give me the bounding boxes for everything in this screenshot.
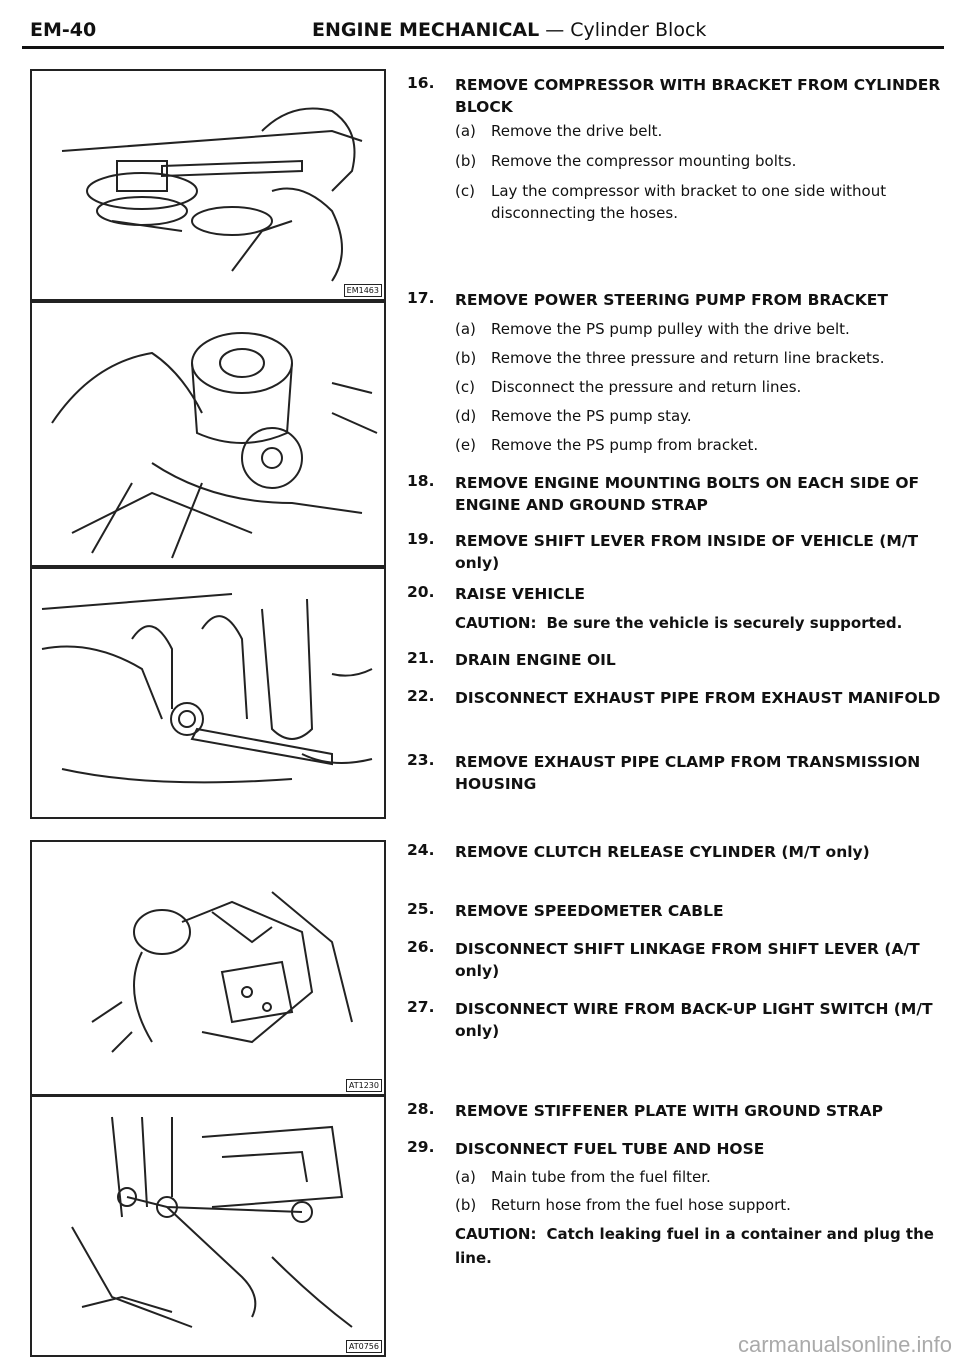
header-rule bbox=[22, 46, 944, 49]
step-number: 16. bbox=[407, 74, 435, 92]
figure-exhaust bbox=[30, 567, 386, 819]
step-heading: REMOVE COMPRESSOR WITH BRACKET FROM CYLI… bbox=[455, 76, 941, 116]
page-header: EM-40 ENGINE MECHANICAL — Cylinder Block bbox=[22, 10, 944, 49]
figure-clutch-cylinder: AT1230 bbox=[30, 840, 386, 1096]
caution-note: CAUTION:Be sure the vehicle is securely … bbox=[455, 614, 903, 632]
page-id: EM-40 bbox=[30, 19, 97, 41]
watermark: carmanualsonline.info bbox=[737, 1332, 952, 1357]
figure-code: AT0756 bbox=[345, 1340, 382, 1353]
figure-compressor: EM1463 bbox=[30, 69, 386, 301]
figure-ps-pump bbox=[30, 301, 386, 567]
page-title: ENGINE MECHANICAL — Cylinder Block bbox=[312, 19, 707, 41]
figure-fuel-tube: AT0756 bbox=[30, 1095, 386, 1357]
figure-code: EM1463 bbox=[343, 284, 382, 297]
caution-note: CAUTION:Catch leaking fuel in a containe… bbox=[455, 1225, 934, 1267]
figure-code: AT1230 bbox=[345, 1079, 382, 1092]
procedure-steps: 16. REMOVE COMPRESSOR WITH BRACKET FROM … bbox=[407, 0, 942, 1366]
